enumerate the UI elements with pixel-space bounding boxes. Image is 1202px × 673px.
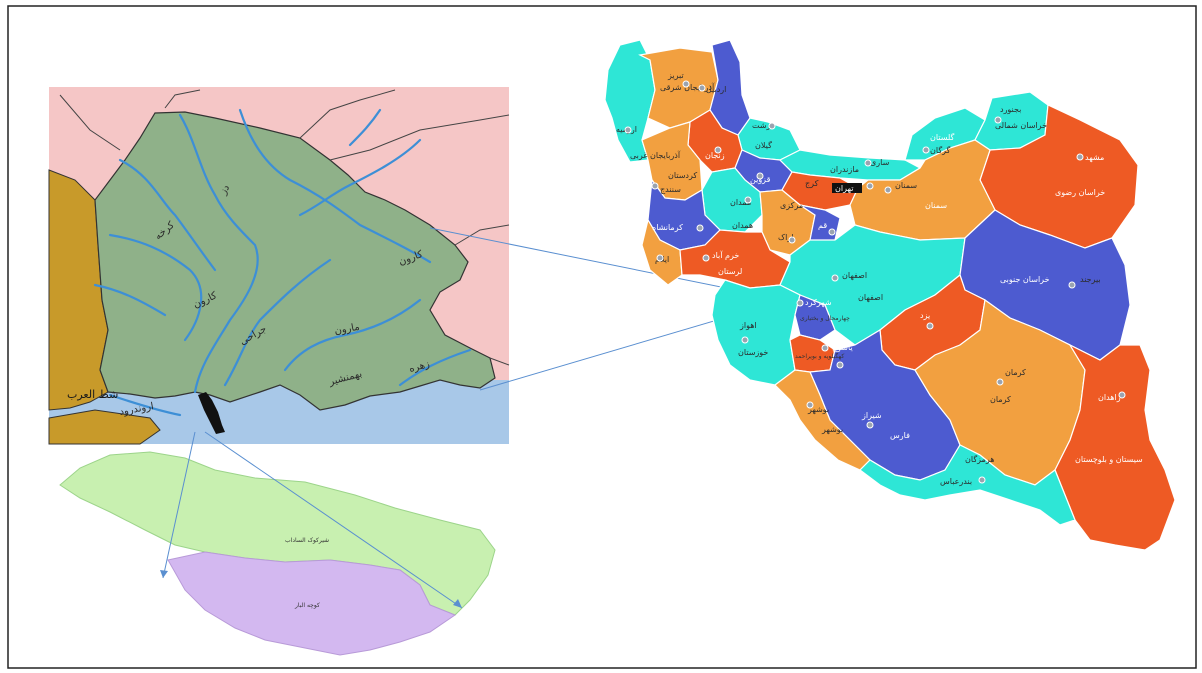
label-yasuj: یاسوج <box>832 343 853 352</box>
river-label-shatt: شط العرب <box>67 388 118 401</box>
label-bushehr-city: بوشهر <box>807 405 829 414</box>
river-network <box>93 108 472 417</box>
label-sanandaj: سنندج <box>660 185 681 194</box>
study-area-marker <box>198 392 225 434</box>
label-hormozgan: هرمزگان <box>965 454 994 464</box>
label-hamedan-p: همدان <box>732 221 753 230</box>
label-bushehr: بوشهر <box>821 425 843 434</box>
iran-province-labels: اردبیل آذربایجان شرقی آذربایجان غربی تبر… <box>616 71 1143 486</box>
inset-label-south: کوچه البار <box>294 602 320 609</box>
label-gilan: گیلان <box>755 140 772 150</box>
label-birjand: بیرجند <box>1080 275 1101 284</box>
inset-map: شیرکوک الساداب کوچه البار <box>59 451 496 656</box>
label-arak: اراک <box>778 233 793 242</box>
label-bojnurd: بجنورد <box>1000 105 1021 114</box>
label-shiraz: شیراز <box>861 411 882 420</box>
label-khorasan-jonubi: خراسان جنوبی <box>1000 275 1050 284</box>
label-gorgan: گرگان <box>930 145 951 155</box>
province-ilam <box>641 218 683 286</box>
label-mashhad: مشهد <box>1085 153 1104 162</box>
inset-region-north <box>59 451 496 616</box>
province-hormozgan <box>859 444 1076 526</box>
label-kohgiluyeh: کهگیلویه و بویراحمد <box>795 352 844 360</box>
province-semnan <box>849 139 996 241</box>
label-mazandaran: مازندران <box>830 165 859 174</box>
label-khorasan-shomali: خراسان شمالی <box>995 121 1047 130</box>
label-ardabil: اردبیل <box>706 85 726 94</box>
label-tehran: تهران <box>835 184 853 193</box>
label-markazi: مرکزی <box>780 201 803 210</box>
label-khorasan-razavi: خراسان رضوی <box>1055 188 1105 197</box>
label-sari: ساری <box>870 158 890 167</box>
label-khuzestan: خوزستان <box>738 348 768 357</box>
label-zahedan: زاهدان <box>1098 393 1121 402</box>
label-kerman-city: کرمان <box>1005 368 1026 377</box>
label-kurdistan: کردستان <box>668 171 697 180</box>
label-kerman: کرمان <box>990 395 1011 404</box>
kuwait-land <box>48 409 161 445</box>
iran-map <box>604 39 1176 551</box>
inset-region-south <box>167 551 457 656</box>
label-bandarabbas: بندرعباس <box>940 477 972 486</box>
label-azar-gharbi: آذربایجان غربی <box>630 150 681 160</box>
river-label-dez: دز <box>218 183 233 197</box>
border-line-north <box>59 89 510 161</box>
city-markers <box>624 80 1126 484</box>
label-lorestan: لرستان <box>718 267 742 276</box>
label-sistan: سیستان و بلوچستان <box>1075 455 1143 464</box>
label-khorramabad: خرم آباد <box>712 250 739 260</box>
river-label-zohreh: زهره <box>408 359 431 375</box>
label-isfahan-city: اصفهان <box>842 271 867 280</box>
inset-label-north: شیرکوک الساداب <box>285 536 329 544</box>
label-fars: فارس <box>890 431 910 440</box>
label-chaharmahal: چهارمحال و بختیاری <box>800 315 850 322</box>
label-yazd: یزد <box>920 311 930 320</box>
label-qom: قم <box>818 221 827 230</box>
label-semnan-city: سمنان <box>895 181 917 190</box>
label-golestan: گلستان <box>930 132 955 142</box>
river-label-marun: مارون <box>334 322 361 337</box>
label-kermanshah: کرمانشاه <box>652 223 683 232</box>
border-line-east <box>454 224 510 366</box>
label-ahvaz: اهواز <box>739 321 757 330</box>
label-shahrekord: شهرکرد <box>805 298 832 307</box>
label-isfahan: اصفهان <box>858 293 883 302</box>
label-qazvin: قزوین <box>750 175 771 184</box>
label-zanjan: زنجان <box>705 151 725 160</box>
label-tabriz: تبریز <box>667 71 684 80</box>
label-hamedan: همدان <box>730 198 751 207</box>
label-rasht: رشت <box>752 121 771 130</box>
province-sistan <box>1054 343 1176 551</box>
label-karaj: کرج <box>805 179 819 188</box>
khuzestan-map: کرخه دز کارون جراحی مارون زهره شط العرب … <box>48 87 510 445</box>
tehran-highlight <box>832 183 862 193</box>
label-semnan: سمنان <box>925 201 947 210</box>
khuzestan-land <box>94 111 496 411</box>
